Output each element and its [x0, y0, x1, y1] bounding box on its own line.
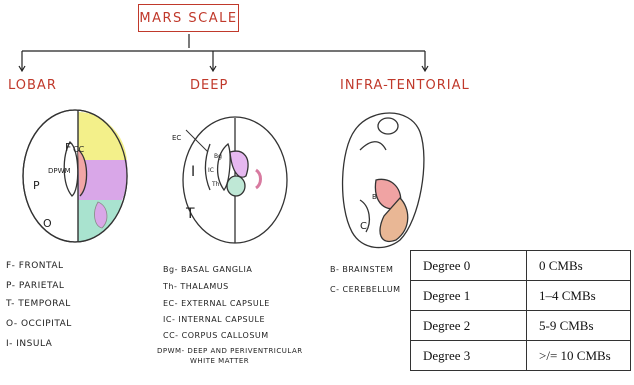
branch-lobar: LOBAR: [8, 78, 57, 93]
deep-legend-dpwm: DPWM- DEEP AND PERIVENTRICULAR: [157, 348, 303, 355]
cmb-count-cell: 1–4 CMBs: [527, 281, 631, 311]
lobar-label-parietal: P: [33, 179, 40, 192]
table-row: Degree 2 5-9 CMBs: [411, 311, 631, 341]
deep-legend-ec: EC- EXTERNAL CAPSULE: [163, 300, 270, 308]
deep-legend-cc: CC- CORPUS CALLOSUM: [163, 332, 269, 340]
infra-label-brainstem: B: [372, 193, 377, 201]
cmb-count-cell: >/= 10 CMBs: [527, 341, 631, 371]
mars-scale-title: MARS SCALE: [138, 4, 239, 32]
deep-label-ec: EC: [172, 134, 181, 142]
lobar-label-frontal: F: [65, 141, 71, 154]
branch-infratentorial: INFRA-TENTORIAL: [340, 78, 470, 93]
cmb-count-cell: 5-9 CMBs: [527, 311, 631, 341]
lobar-legend-parietal: P- PARIETAL: [6, 282, 64, 291]
deep-legend-th: Th- THALAMUS: [163, 283, 229, 291]
degree-cell: Degree 2: [411, 311, 527, 341]
thalamus-region: [227, 176, 245, 196]
deep-legend-ic: IC- INTERNAL CAPSULE: [163, 316, 265, 324]
cmb-count-cell: 0 CMBs: [527, 251, 631, 281]
infra-legend-brainstem: B- BRAINSTEM: [330, 266, 393, 274]
deep-brain-drawing: [183, 117, 287, 243]
lobar-legend-occipital: O- OCCIPITAL: [6, 320, 72, 329]
branch-deep: DEEP: [190, 78, 228, 93]
degree-cell: Degree 0: [411, 251, 527, 281]
deep-label-th: Th: [211, 181, 220, 188]
lobar-legend-insula: I- INSULA: [6, 340, 52, 349]
degree-table: Degree 0 0 CMBs Degree 1 1–4 CMBs Degree…: [410, 250, 631, 371]
deep-legend-bg: Bg- BASAL GANGLIA: [163, 266, 252, 274]
deep-label-temporal: T: [185, 206, 195, 222]
infra-legend-cerebellum: C- CEREBELLUM: [330, 286, 401, 294]
deep-label-bg: Bg: [214, 153, 222, 160]
lobar-label-cc: CC: [73, 145, 85, 154]
lobar-label-dpwm: DPWM: [48, 167, 71, 175]
deep-label-ic: IC: [208, 167, 214, 174]
degree-cell: Degree 1: [411, 281, 527, 311]
table-row: Degree 0 0 CMBs: [411, 251, 631, 281]
infra-label-cerebellum: C: [360, 221, 367, 232]
table-row: Degree 3 >/= 10 CMBs: [411, 341, 631, 371]
deep-label-insula: I: [191, 164, 195, 180]
lobar-brain-drawing: [23, 110, 127, 242]
infratentorial-brain-drawing: [343, 113, 424, 248]
table-row: Degree 1 1–4 CMBs: [411, 281, 631, 311]
deep-legend-dpwm-cont: WHITE MATTER: [190, 358, 249, 365]
tree-connectors: [19, 34, 428, 71]
lobar-legend-temporal: T- TEMPORAL: [6, 300, 71, 309]
lobar-label-occipital: O: [43, 217, 52, 230]
lobar-legend-frontal: F- FRONTAL: [6, 262, 64, 271]
degree-cell: Degree 3: [411, 341, 527, 371]
